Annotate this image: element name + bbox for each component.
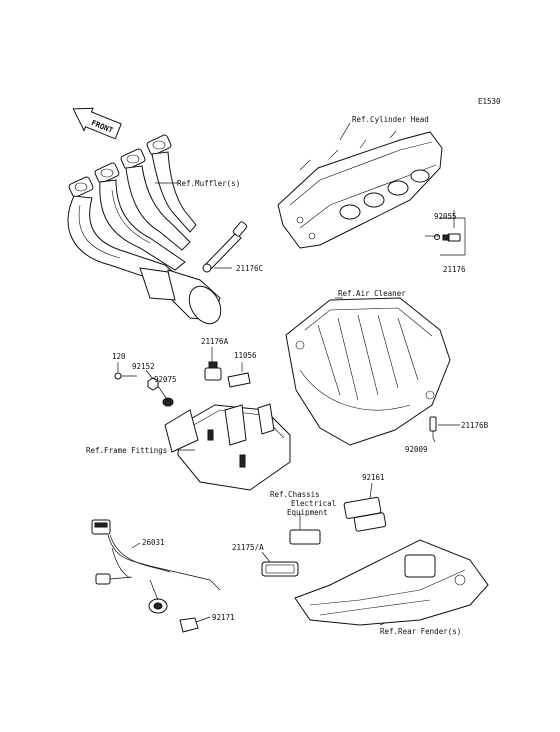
part-21176: 21176 <box>443 265 466 274</box>
ref-chassis-line1: Ref.Chassis <box>270 490 320 499</box>
part-21176B: 21176B <box>461 421 489 430</box>
air-cleaner <box>285 297 451 446</box>
part-21176C: 21176C <box>236 264 263 273</box>
part-92161: 92161 <box>362 473 385 482</box>
part-92009: 92009 <box>405 445 428 454</box>
cylinder-head <box>277 130 461 249</box>
wiring-harness <box>91 519 221 633</box>
ref-chassis-line2: Electrical <box>291 499 336 508</box>
part-26031: 26031 <box>142 538 165 547</box>
part-120: 120 <box>112 352 126 361</box>
ref-chassis-line3: Equipment <box>287 508 328 517</box>
diagram-code: E1530 <box>478 97 501 106</box>
part-21175A: 21175/A <box>232 543 264 552</box>
part-11056: 11056 <box>234 351 257 360</box>
part-21176A: 21176A <box>201 337 229 346</box>
ecu-bracket <box>114 361 291 491</box>
leader-lines <box>117 122 466 626</box>
rear-fender <box>261 496 489 626</box>
front-arrow-icon: FRONT <box>72 107 122 140</box>
ref-air-cleaner: Ref.Air Cleaner <box>338 289 406 298</box>
part-92055: 92055 <box>434 212 457 221</box>
ref-muffler: Ref.Muffler(s) <box>177 179 240 188</box>
part-92152: 92152 <box>132 362 155 371</box>
ref-rear-fender: Ref.Rear Fender(s) <box>380 627 461 636</box>
ref-cylinder-head: Ref.Cylinder Head <box>352 115 429 124</box>
part-92171: 92171 <box>212 613 235 622</box>
ref-frame-fittings: Ref.Frame Fittings <box>86 446 167 455</box>
part-92075: 92075 <box>154 375 177 384</box>
exhaust-header-assembly <box>67 134 248 325</box>
